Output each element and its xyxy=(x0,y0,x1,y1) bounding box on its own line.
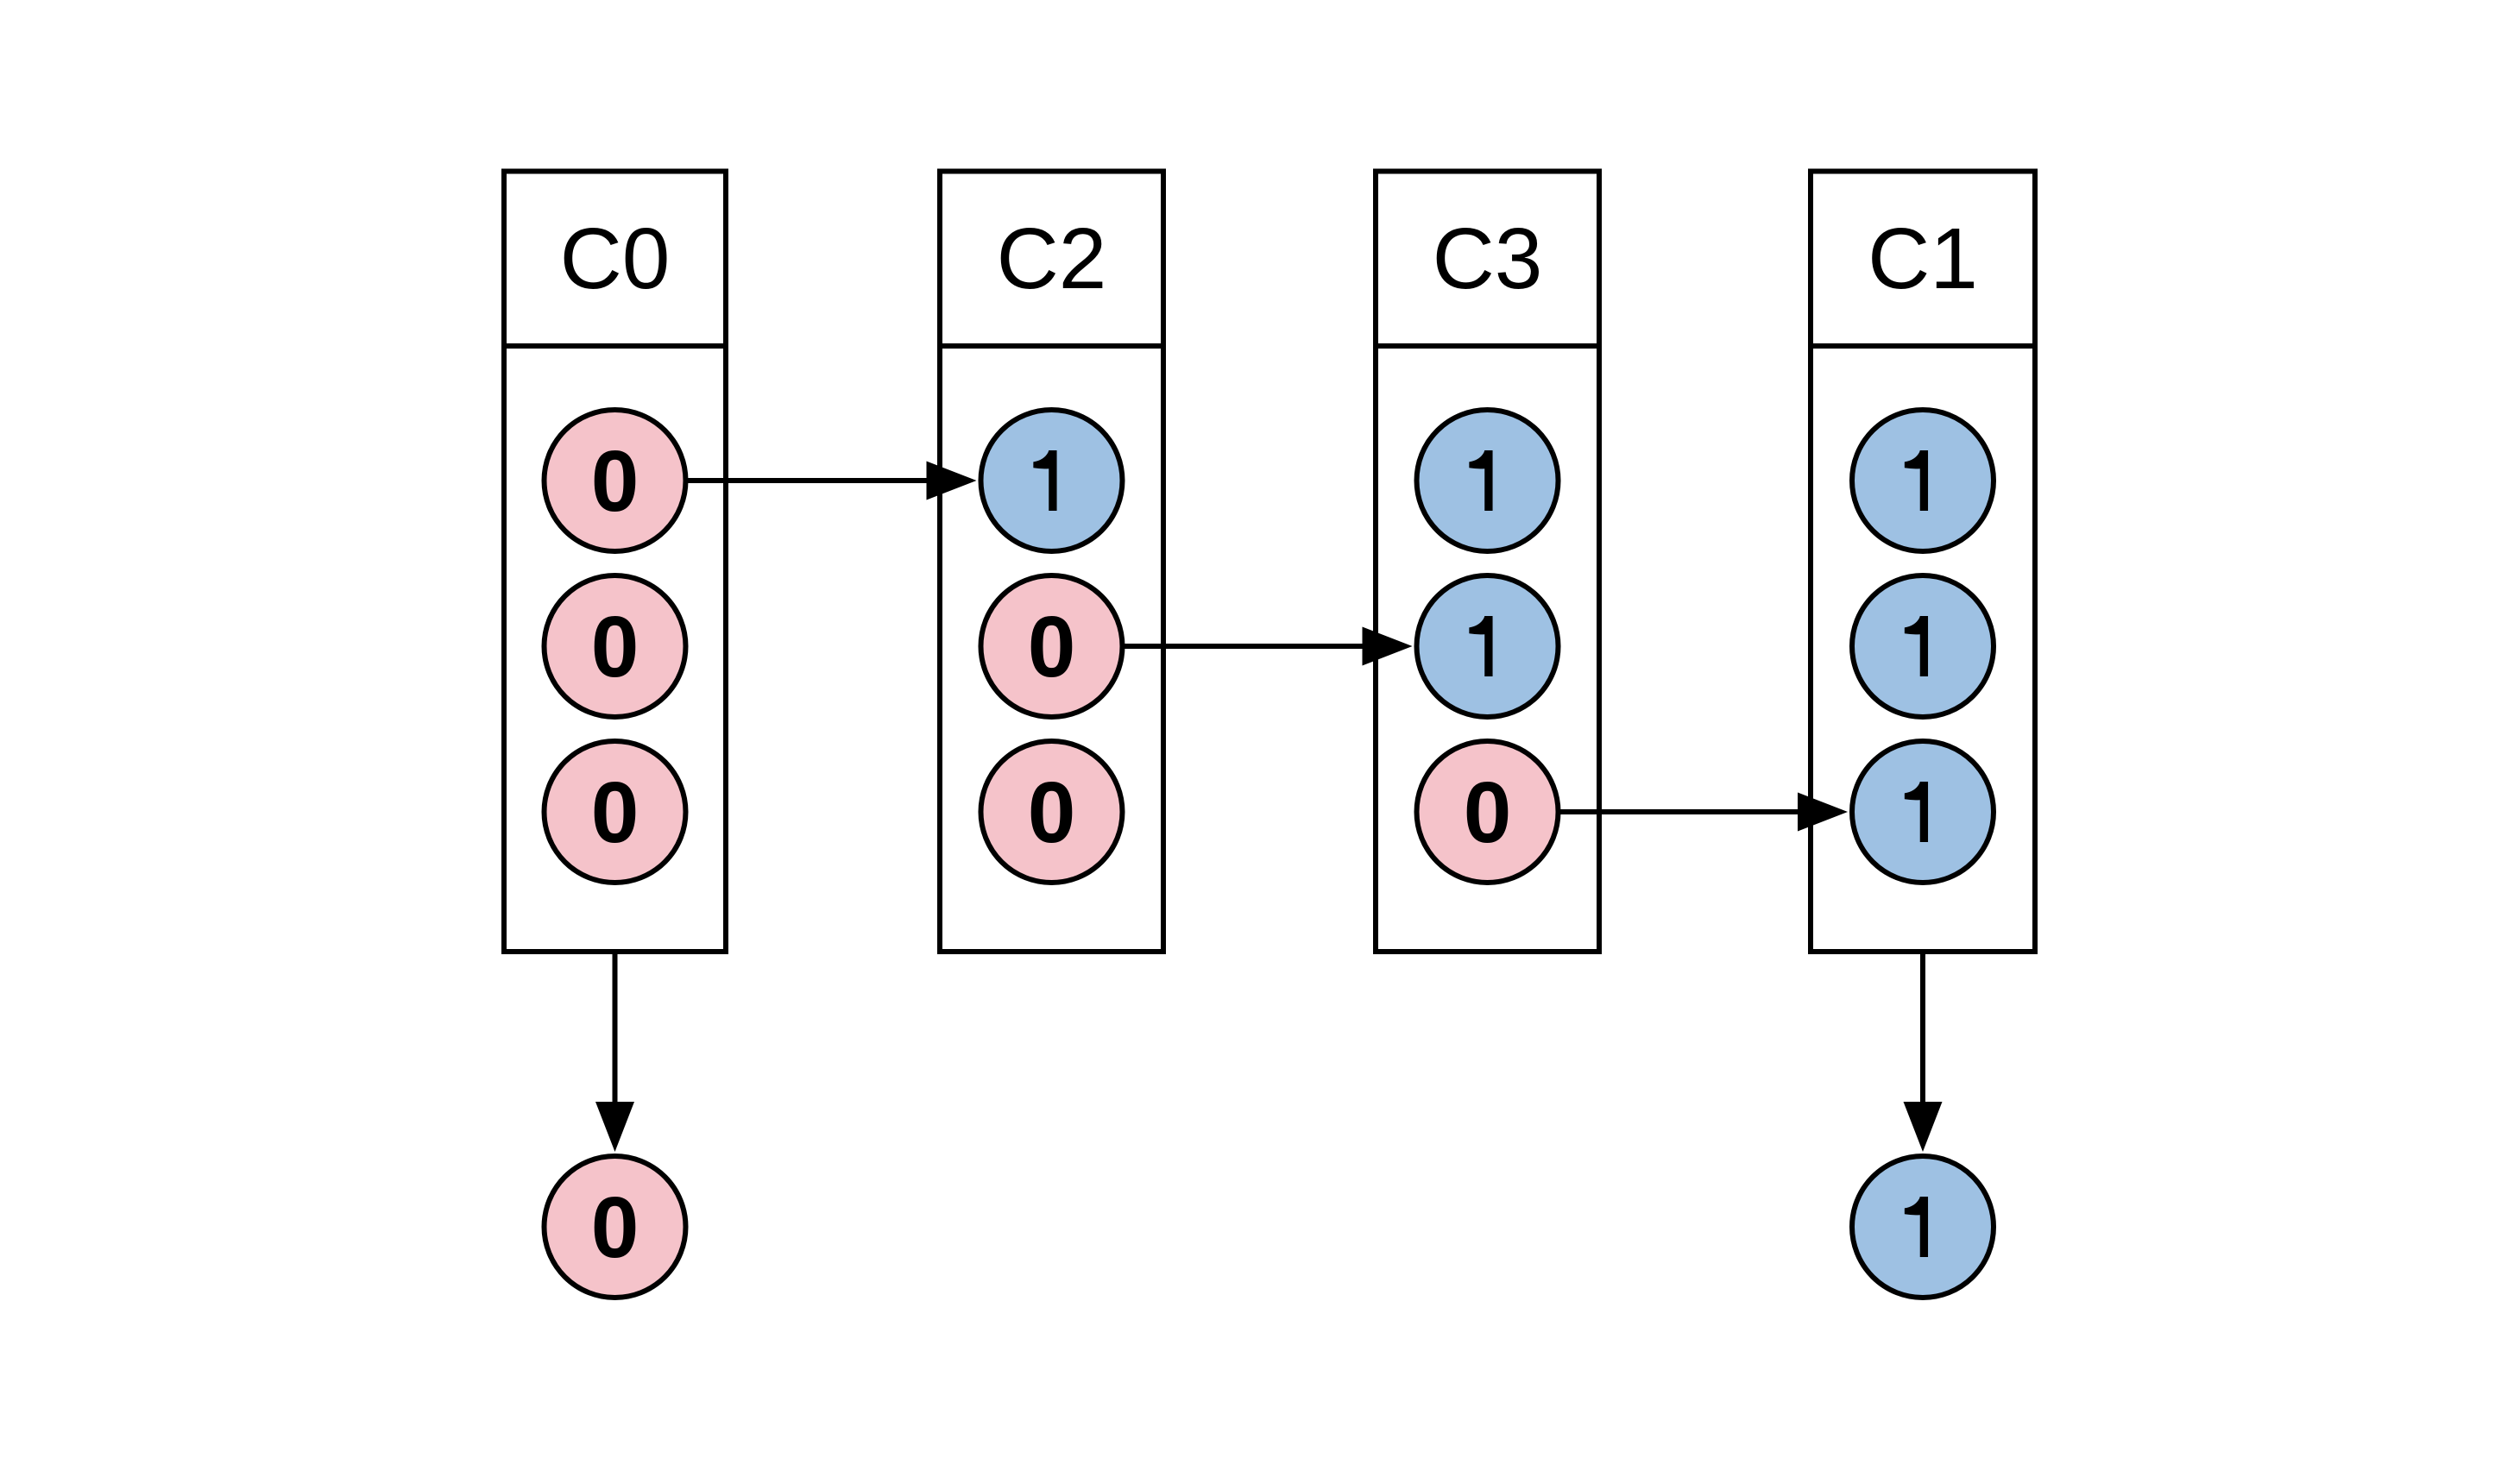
svg-text:0: 0 xyxy=(591,764,639,861)
svg-text:0: 0 xyxy=(1028,764,1076,861)
svg-text:C0: C0 xyxy=(560,211,671,307)
svg-text:0: 0 xyxy=(1028,599,1076,695)
svg-text:0: 0 xyxy=(591,1179,639,1276)
svg-text:C3: C3 xyxy=(1433,211,1543,307)
svg-text:0: 0 xyxy=(591,599,639,695)
svg-text:C1: C1 xyxy=(1868,211,1978,307)
svg-text:C2: C2 xyxy=(997,211,1107,307)
svg-text:0: 0 xyxy=(591,433,639,530)
svg-text:0: 0 xyxy=(1464,764,1512,861)
